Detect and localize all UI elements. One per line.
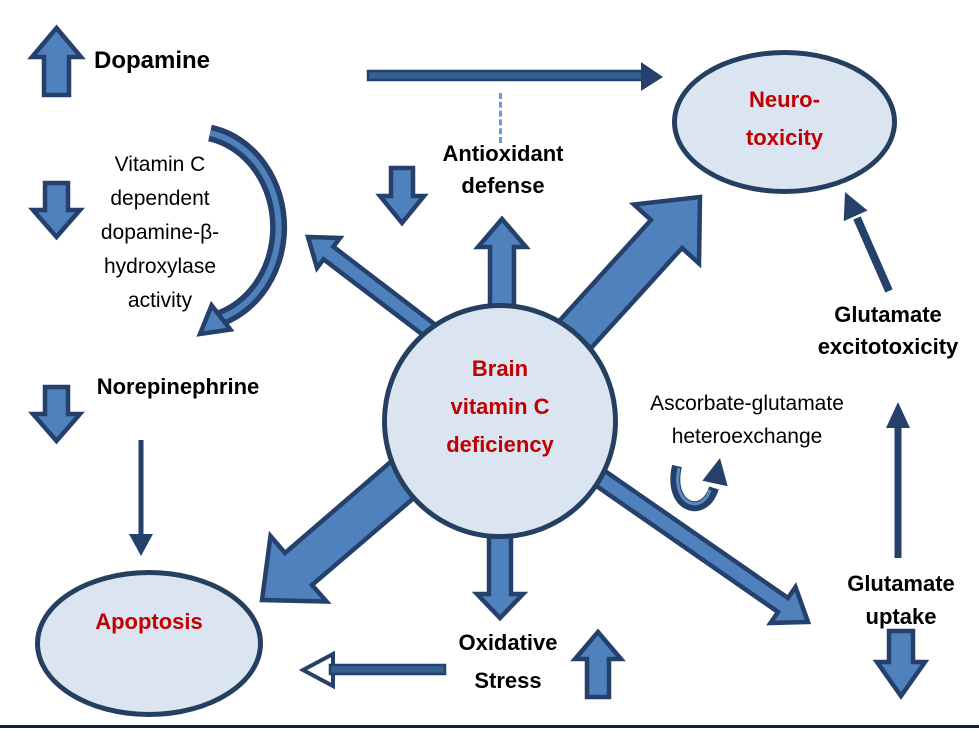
node-neurotoxicity: Neuro- toxicity: [672, 50, 897, 194]
dashed-selection-line: [499, 93, 502, 143]
uptake-line1: Glutamate: [847, 571, 955, 596]
center-node-line3: deficiency: [446, 432, 554, 457]
excitotoxicity-line2: excitotoxicity: [817, 334, 959, 359]
center-to-neurotoxicity-arrow-icon: [553, 194, 703, 356]
oxidative-line1: Oxidative: [458, 630, 558, 655]
neurotoxicity-line1: Neuro-: [749, 87, 820, 112]
dopamine-increase-arrow-icon: [27, 24, 86, 98]
antioxidant-defense-label: Antioxidant defense: [428, 138, 578, 202]
vitc-line4: hydroxylase: [103, 255, 217, 278]
excitotoxicity-line1: Glutamate: [834, 302, 942, 327]
oxidative-to-apoptosis-left-arrow-icon: [298, 650, 447, 690]
norepinephrine-to-apoptosis-arrow-icon: [129, 440, 153, 556]
antioxidant-decrease-arrow-icon: [375, 165, 429, 227]
dopamine-cycle-curved-arrow-icon: [196, 124, 288, 337]
vitc-line3: dopamine-β-: [100, 221, 220, 244]
ascorbate-line2: heteroexchange: [671, 425, 823, 448]
uptake-to-excitotoxicity-arrow-icon: [886, 402, 910, 558]
vitc-line2: dependent: [110, 187, 210, 210]
antioxidant-line2: defense: [461, 173, 545, 198]
center-node-line2: vitamin C: [450, 394, 550, 419]
top-horizontal-arrow-icon: [366, 62, 663, 91]
center-to-apoptosis-arrow-icon: [259, 455, 426, 604]
apoptosis-label: Apoptosis: [95, 609, 203, 634]
glutamate-uptake-label: Glutamate uptake: [816, 567, 979, 633]
neurotoxicity-line2: toxicity: [745, 125, 824, 150]
uptake-line2: uptake: [865, 604, 937, 629]
node-brain-vitamin-c-deficiency: Brain vitamin C deficiency: [382, 303, 618, 539]
center-to-upleft-arrow-icon: [304, 234, 441, 342]
heteroexchange-uturn-arrow-icon: [670, 458, 728, 512]
ascorbate-line1: Ascorbate-glutamate: [650, 392, 844, 415]
node-apoptosis: Apoptosis: [35, 570, 263, 717]
center-node-line1: Brain: [471, 356, 529, 381]
norepinephrine-decrease-arrow-icon: [28, 384, 85, 445]
oxidative-stress-increase-arrow-icon: [570, 628, 626, 700]
oxidative-stress-label: Oxidative Stress: [438, 624, 578, 700]
vitc-line1: Vitamin C: [114, 153, 206, 176]
center-to-oxidative-stress-arrow-icon: [471, 527, 529, 622]
vitc-line5: activity: [127, 289, 193, 312]
glutamate-excitotoxicity-label: Glutamate excitotoxicity: [798, 299, 978, 363]
norepinephrine-label: Norepinephrine: [96, 374, 260, 399]
vitamin-c-decrease-arrow-icon: [28, 180, 85, 241]
antioxidant-line1: Antioxidant: [442, 141, 564, 166]
center-to-glutamate-uptake-arrow-icon: [591, 467, 812, 626]
dopamine-label: Dopamine: [94, 47, 211, 74]
ascorbate-heteroexchange-label: Ascorbate-glutamate heteroexchange: [622, 387, 872, 453]
bottom-divider-line: [0, 725, 979, 728]
vitamin-c-dbh-label: Vitamin C dependent dopamine-β- hydroxyl…: [70, 148, 250, 318]
oxidative-line2: Stress: [474, 668, 542, 693]
glutamate-uptake-decrease-arrow-icon: [872, 628, 930, 700]
excitotoxicity-to-neurotoxicity-arrow-icon: [843, 192, 893, 293]
center-to-antioxidant-arrow-icon: [473, 215, 531, 313]
